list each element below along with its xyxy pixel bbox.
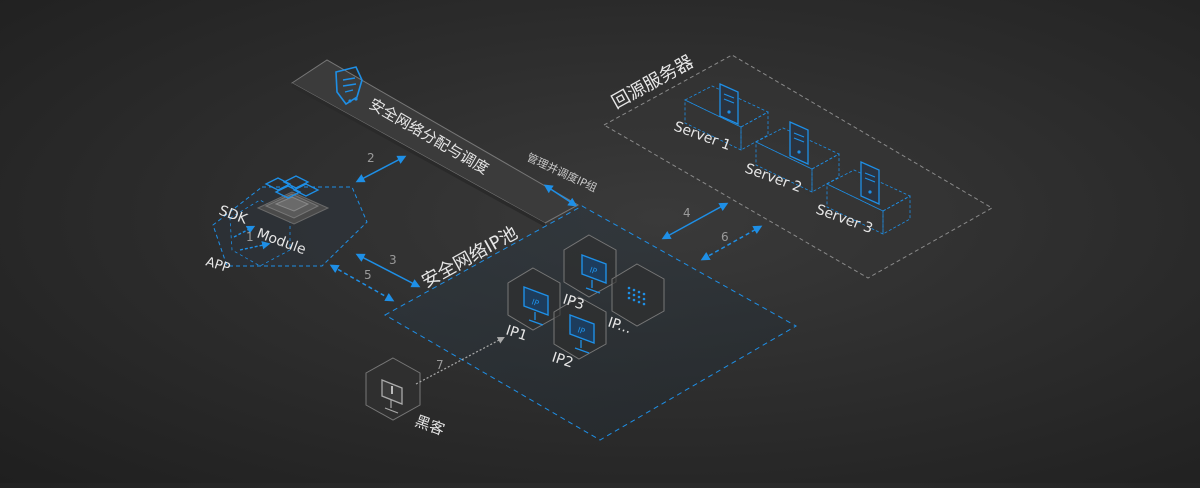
- server-1-box: [684, 82, 769, 151]
- monitor-icon: IP: [523, 285, 549, 326]
- grid-dots-icon: [627, 286, 646, 306]
- app-hexagon: SDK Module APP: [204, 175, 368, 277]
- server-2-box: [755, 120, 840, 193]
- step-number-5: 5: [364, 268, 372, 282]
- step-number-3: 3: [389, 253, 397, 267]
- server-3-box: [826, 160, 911, 235]
- module-stack-icon: [256, 175, 330, 225]
- ip-node-1: IP: [507, 267, 561, 331]
- origin-server-group: 回源服务器: [602, 51, 994, 279]
- monitor-icon: IP: [581, 253, 607, 294]
- ip-node-more: [611, 263, 665, 327]
- ip-node-2: IP: [553, 296, 607, 360]
- ip-node-2-label: IP2: [550, 350, 575, 372]
- server-icon: [860, 160, 880, 206]
- step-number-2: 2: [367, 151, 375, 165]
- svg-text:IP: IP: [576, 325, 586, 336]
- arrow-2: [355, 155, 407, 183]
- svg-text:IP: IP: [530, 297, 540, 308]
- server-icon: [789, 120, 809, 166]
- ip-node-3: IP: [563, 234, 617, 298]
- hacker-node: 黑客: [365, 357, 447, 439]
- hacker-label: 黑客: [413, 412, 447, 439]
- connectors: [233, 155, 763, 385]
- server-icon: [719, 82, 739, 126]
- arrow-5: [329, 264, 395, 302]
- step-number-1: 1: [246, 230, 254, 244]
- svg-text:IP: IP: [588, 265, 598, 276]
- arrow-manage: [543, 184, 578, 207]
- step-number-6: 6: [721, 230, 729, 244]
- step-number-7: 7: [436, 358, 444, 372]
- ip-node-more-label: IP...: [606, 315, 634, 338]
- shield-icon: [335, 66, 363, 106]
- ip-pool: 安全网络IP池 IP: [383, 205, 798, 441]
- ip-node-1-label: IP1: [504, 323, 529, 345]
- arrow-6: [700, 225, 763, 261]
- arrow-7: [415, 336, 505, 385]
- monitor-icon: [381, 379, 403, 414]
- step-numbers: 1 2 3 4 5 6 7: [246, 151, 729, 372]
- ip-node-3-label: IP3: [561, 292, 586, 314]
- app-label: APP: [204, 255, 232, 277]
- arrow-4: [661, 202, 729, 240]
- step-number-4: 4: [683, 206, 691, 220]
- monitor-icon: IP: [569, 313, 595, 354]
- arrow-1: [233, 225, 256, 238]
